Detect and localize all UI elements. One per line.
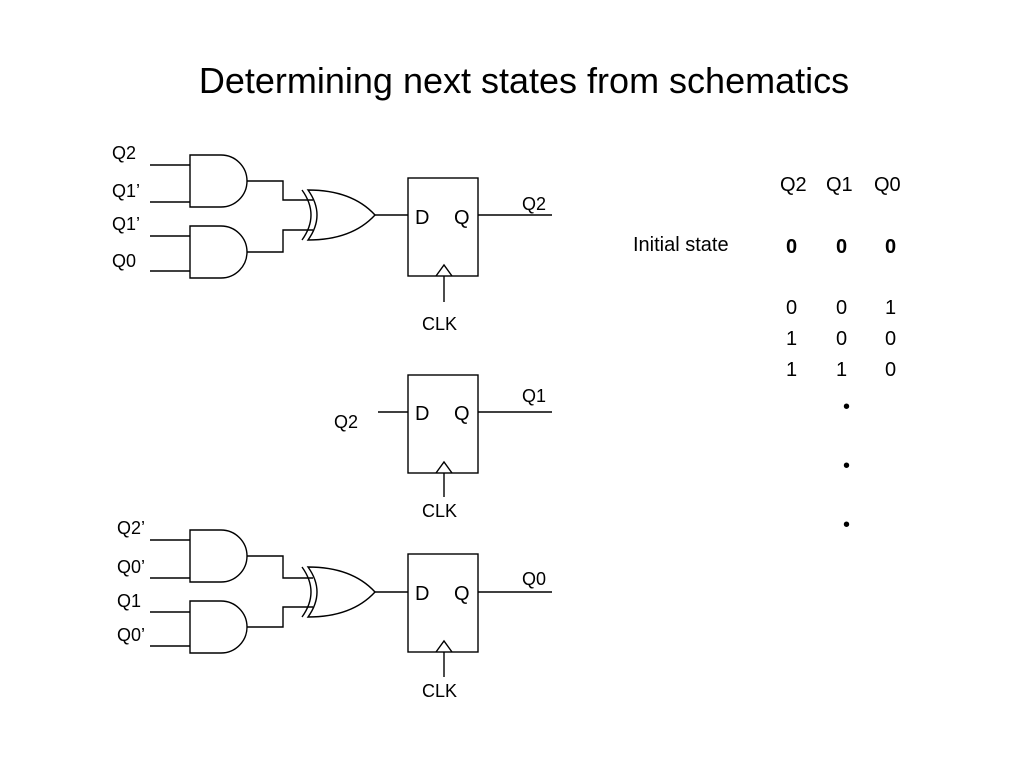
flipflop-top-d-label: D [415,207,429,229]
flipflop-middle-clock-label: CLK [422,501,457,521]
table-header-q1: Q1 [826,174,853,196]
initial-q2: 0 [786,236,797,258]
and-gate-bottom-1 [189,529,248,583]
top-input-2-label: Q1’ [112,181,140,201]
circuit-middle: Q2 D Q Q1 CLK [334,374,552,521]
state-table: Q2 Q1 Q0 Initial state 0 0 0 0 0 1 1 0 0… [633,174,901,536]
table-row-1-q0: 1 [885,297,896,319]
continuation-dot-1: • [843,396,850,418]
middle-input-label: Q2 [334,412,358,432]
and-gate-top-1 [189,154,248,208]
table-header-q2: Q2 [780,174,807,196]
table-row-1-q2: 0 [786,297,797,319]
table-row-2-q0: 0 [885,328,896,350]
table-row-3-q1: 1 [836,359,847,381]
table-row-2-q1: 0 [836,328,847,350]
bottom-input-4-label: Q0’ [117,625,145,645]
circuit-bottom: Q2’ Q0’ Q1 Q0’ D Q Q0 CLK [117,518,552,701]
continuation-dot-3: • [843,514,850,536]
flipflop-middle-d-label: D [415,403,429,425]
slide-title: Determining next states from schematics [198,60,850,101]
initial-state-label: Initial state [633,234,729,256]
bottom-input-3-label: Q1 [117,591,141,611]
initial-q1: 0 [836,236,847,258]
top-input-4-label: Q0 [112,251,136,271]
table-row-3-q0: 0 [885,359,896,381]
flipflop-middle [407,374,479,474]
or-gate-bottom [306,566,376,618]
flipflop-bottom-clock-label: CLK [422,681,457,701]
table-row-2-q2: 1 [786,328,797,350]
table-header-q0: Q0 [874,174,901,196]
flipflop-bottom-d-label: D [415,583,429,605]
and-gate-top-2 [189,225,248,279]
initial-q0: 0 [885,236,896,258]
top-input-3-label: Q1’ [112,214,140,234]
table-row-3-q2: 1 [786,359,797,381]
bottom-input-2-label: Q0’ [117,557,145,577]
flipflop-middle-q-label: Q [454,403,470,425]
flipflop-top-clock-label: CLK [422,314,457,334]
flipflop-middle-output-label: Q1 [522,386,546,406]
bottom-input-1-label: Q2’ [117,518,145,538]
flipflop-top-output-label: Q2 [522,194,546,214]
circuit-top: Q2 Q1’ Q1’ Q0 D Q Q2 CLK [112,143,552,334]
flipflop-bottom-q-label: Q [454,583,470,605]
flipflop-top-q-label: Q [454,207,470,229]
flipflop-bottom-output-label: Q0 [522,569,546,589]
flipflop-top [407,177,479,277]
and-gate-bottom-2 [189,600,248,654]
or-gate-top [306,189,376,241]
table-row-1-q1: 0 [836,297,847,319]
continuation-dot-2: • [843,455,850,477]
flipflop-bottom [407,553,479,653]
top-input-1-label: Q2 [112,143,136,163]
